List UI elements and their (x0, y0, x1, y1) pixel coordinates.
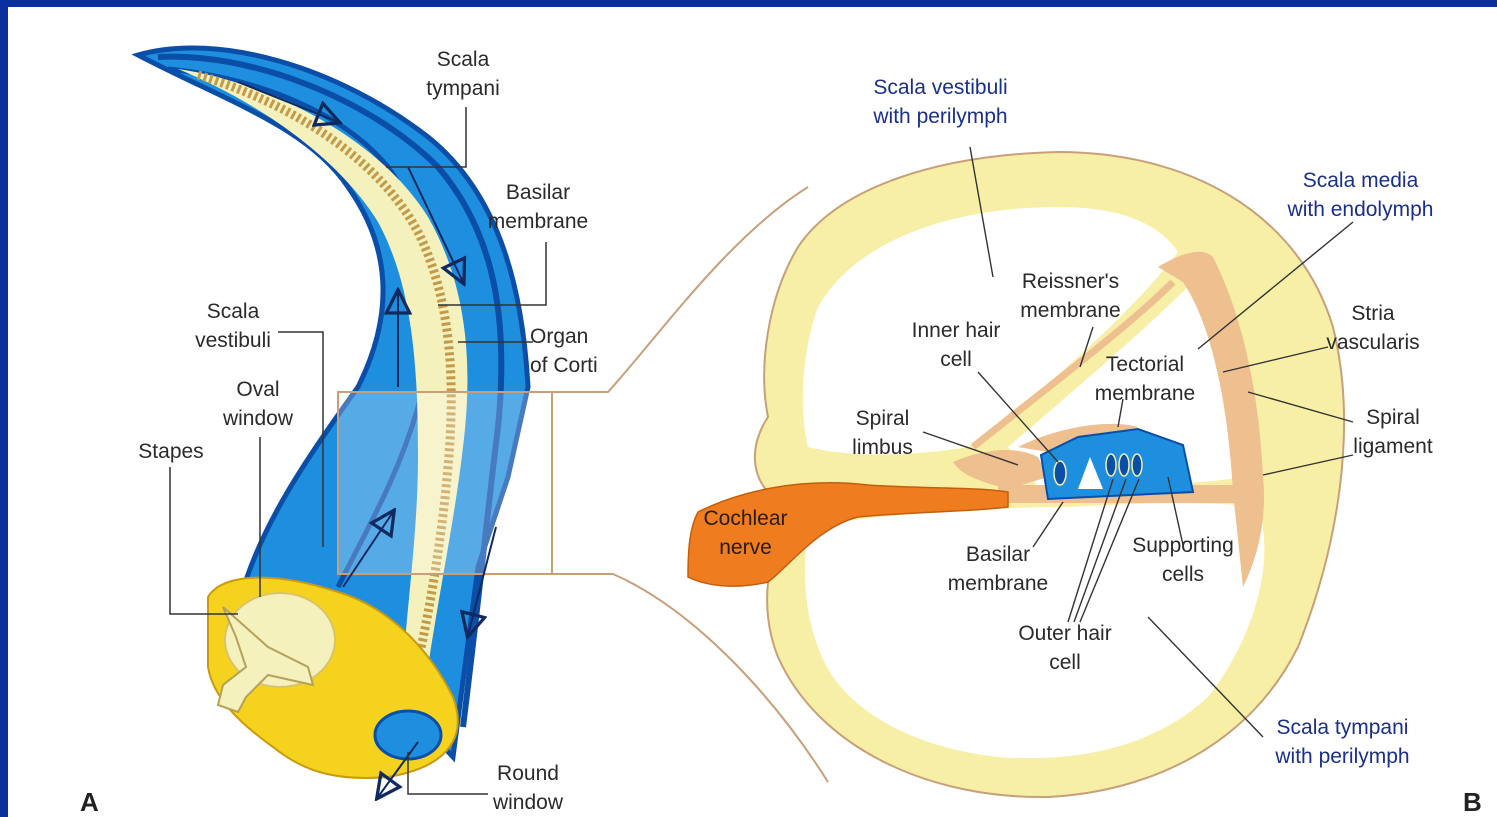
label-scala-tympani-b: Scala tympani with perilymph (1250, 713, 1435, 771)
round-window (375, 711, 441, 759)
panel-b-cross-section (688, 147, 1353, 797)
outer-hair-cell (1119, 454, 1129, 476)
label-scala-vestibuli-a: Scala vestibuli (183, 297, 283, 355)
label-outer-hair-cell: Outer hair cell (1000, 619, 1130, 677)
label-scala-media: Scala media with endolymph (1268, 166, 1453, 224)
label-stria-vascularis: Stria vascularis (1313, 299, 1433, 357)
label-spiral-limbus: Spiral limbus (830, 404, 935, 462)
label-supporting-cells: Supporting cells (1118, 531, 1248, 589)
label-round-window: Round window (478, 759, 578, 817)
label-basilar-membrane-b: Basilar membrane (933, 540, 1063, 598)
label-scala-tympani-a: Scala tympani (413, 45, 513, 103)
label-stapes: Stapes (126, 437, 216, 466)
label-organ-of-corti: Organ of Corti (530, 322, 630, 380)
label-basilar-membrane-a: Basilar membrane (478, 178, 598, 236)
outer-hair-cell (1106, 454, 1116, 476)
label-scala-vestibuli-b: Scala vestibuli with perilymph (853, 73, 1028, 131)
label-reissners-membrane: Reissner's membrane (1003, 267, 1138, 325)
label-oval-window: Oval window (208, 375, 308, 433)
label-tectorial-membrane: Tectorial membrane (1080, 350, 1210, 408)
inner-hair-cell (1054, 461, 1066, 485)
panel-letter-a: A (80, 787, 99, 817)
label-inner-hair-cell: Inner hair cell (896, 316, 1016, 374)
panel-a-cochlea (138, 48, 552, 797)
diagram-canvas: Scala tympani Basilar membrane Scala ves… (8, 7, 1497, 817)
label-cochlear-nerve: Cochlear nerve (688, 504, 803, 562)
outer-hair-cell (1132, 454, 1142, 476)
panel-letter-b: B (1463, 787, 1482, 817)
label-spiral-ligament: Spiral ligament (1338, 403, 1448, 461)
